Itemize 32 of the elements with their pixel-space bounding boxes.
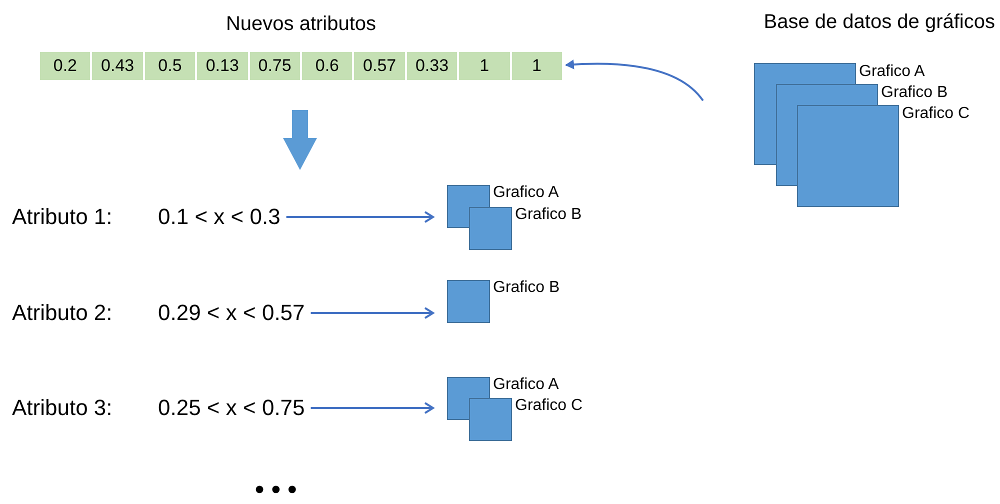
attribute-name: Atributo 1: [12,204,112,230]
value-cell: 0.13 [197,52,248,80]
graph-label: Grafico C [902,105,970,123]
arrow [310,307,434,319]
graph-label: Grafico A [859,63,925,81]
value-cell: 0.43 [92,52,143,80]
value-cell: 0.2 [40,52,90,80]
range-condition: 0.1 < x < 0.3 [158,204,280,230]
attribute-name: Atributo 2: [12,300,112,326]
value-cell: 0.75 [250,52,300,80]
graph-label: Grafico A [493,376,559,394]
attribute-name: Atributo 3: [12,395,112,421]
value-cell: 0.57 [354,52,405,80]
value-cell: 0.33 [406,52,458,80]
range-condition: 0.25 < x < 0.75 [158,395,305,421]
value-cell: 1 [512,52,562,80]
graph-label: Grafico B [881,84,948,102]
database-title: Base de datos de gráficos [764,10,995,34]
range-condition: 0.29 < x < 0.57 [158,300,305,326]
graph-label: Grafico B [515,206,582,224]
value-cell: 1 [459,52,510,80]
value-cell: 0.6 [302,52,352,80]
arrow [286,211,434,223]
ellipsis-dots: • • • [255,474,297,504]
value-cell: 0.5 [144,52,196,80]
arrow [310,402,434,414]
graph-label: Grafico B [493,279,560,297]
graph-label: Grafico C [515,397,583,415]
table-title: Nuevos atributos [224,12,378,36]
arrow [565,60,704,102]
block-arrow [283,110,317,170]
graph-label: Grafico A [493,184,559,202]
